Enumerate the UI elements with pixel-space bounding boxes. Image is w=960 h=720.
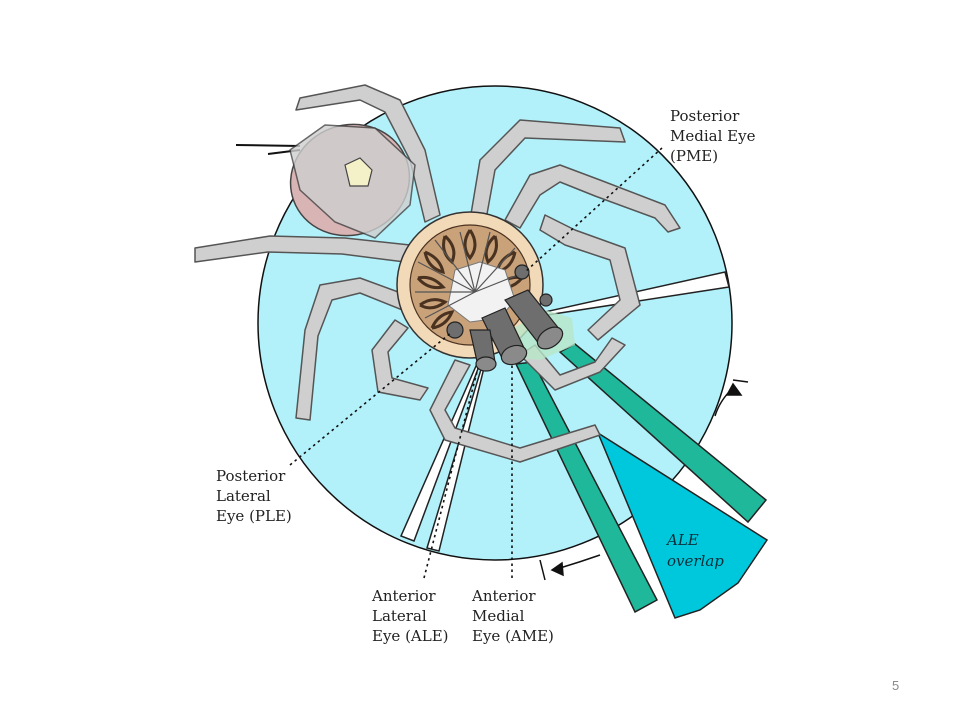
ple-leader [289, 331, 453, 466]
leader-lines [289, 147, 663, 579]
ame-label: Anterior Medial Eye (AME) [472, 587, 554, 645]
eye-tubes [446, 264, 564, 372]
pme-label: Posterior Medial Eye (PME) [670, 107, 756, 165]
ale-overlap-wedge [596, 431, 769, 619]
ple-eye [446, 321, 464, 339]
page-number: 5 [892, 678, 900, 693]
rotation-arrows [539, 379, 749, 581]
spider-legs [194, 84, 681, 463]
ale-label: Anterior Lateral Eye (ALE) [372, 587, 449, 645]
pme-leader [524, 147, 663, 273]
pme-eye [514, 264, 530, 280]
abdomen [289, 123, 416, 239]
ple-label: Posterior Lateral Eye (PLE) [216, 467, 292, 525]
ale-leader [423, 367, 479, 579]
ale-overlap-label: ALE overlap [667, 531, 724, 570]
